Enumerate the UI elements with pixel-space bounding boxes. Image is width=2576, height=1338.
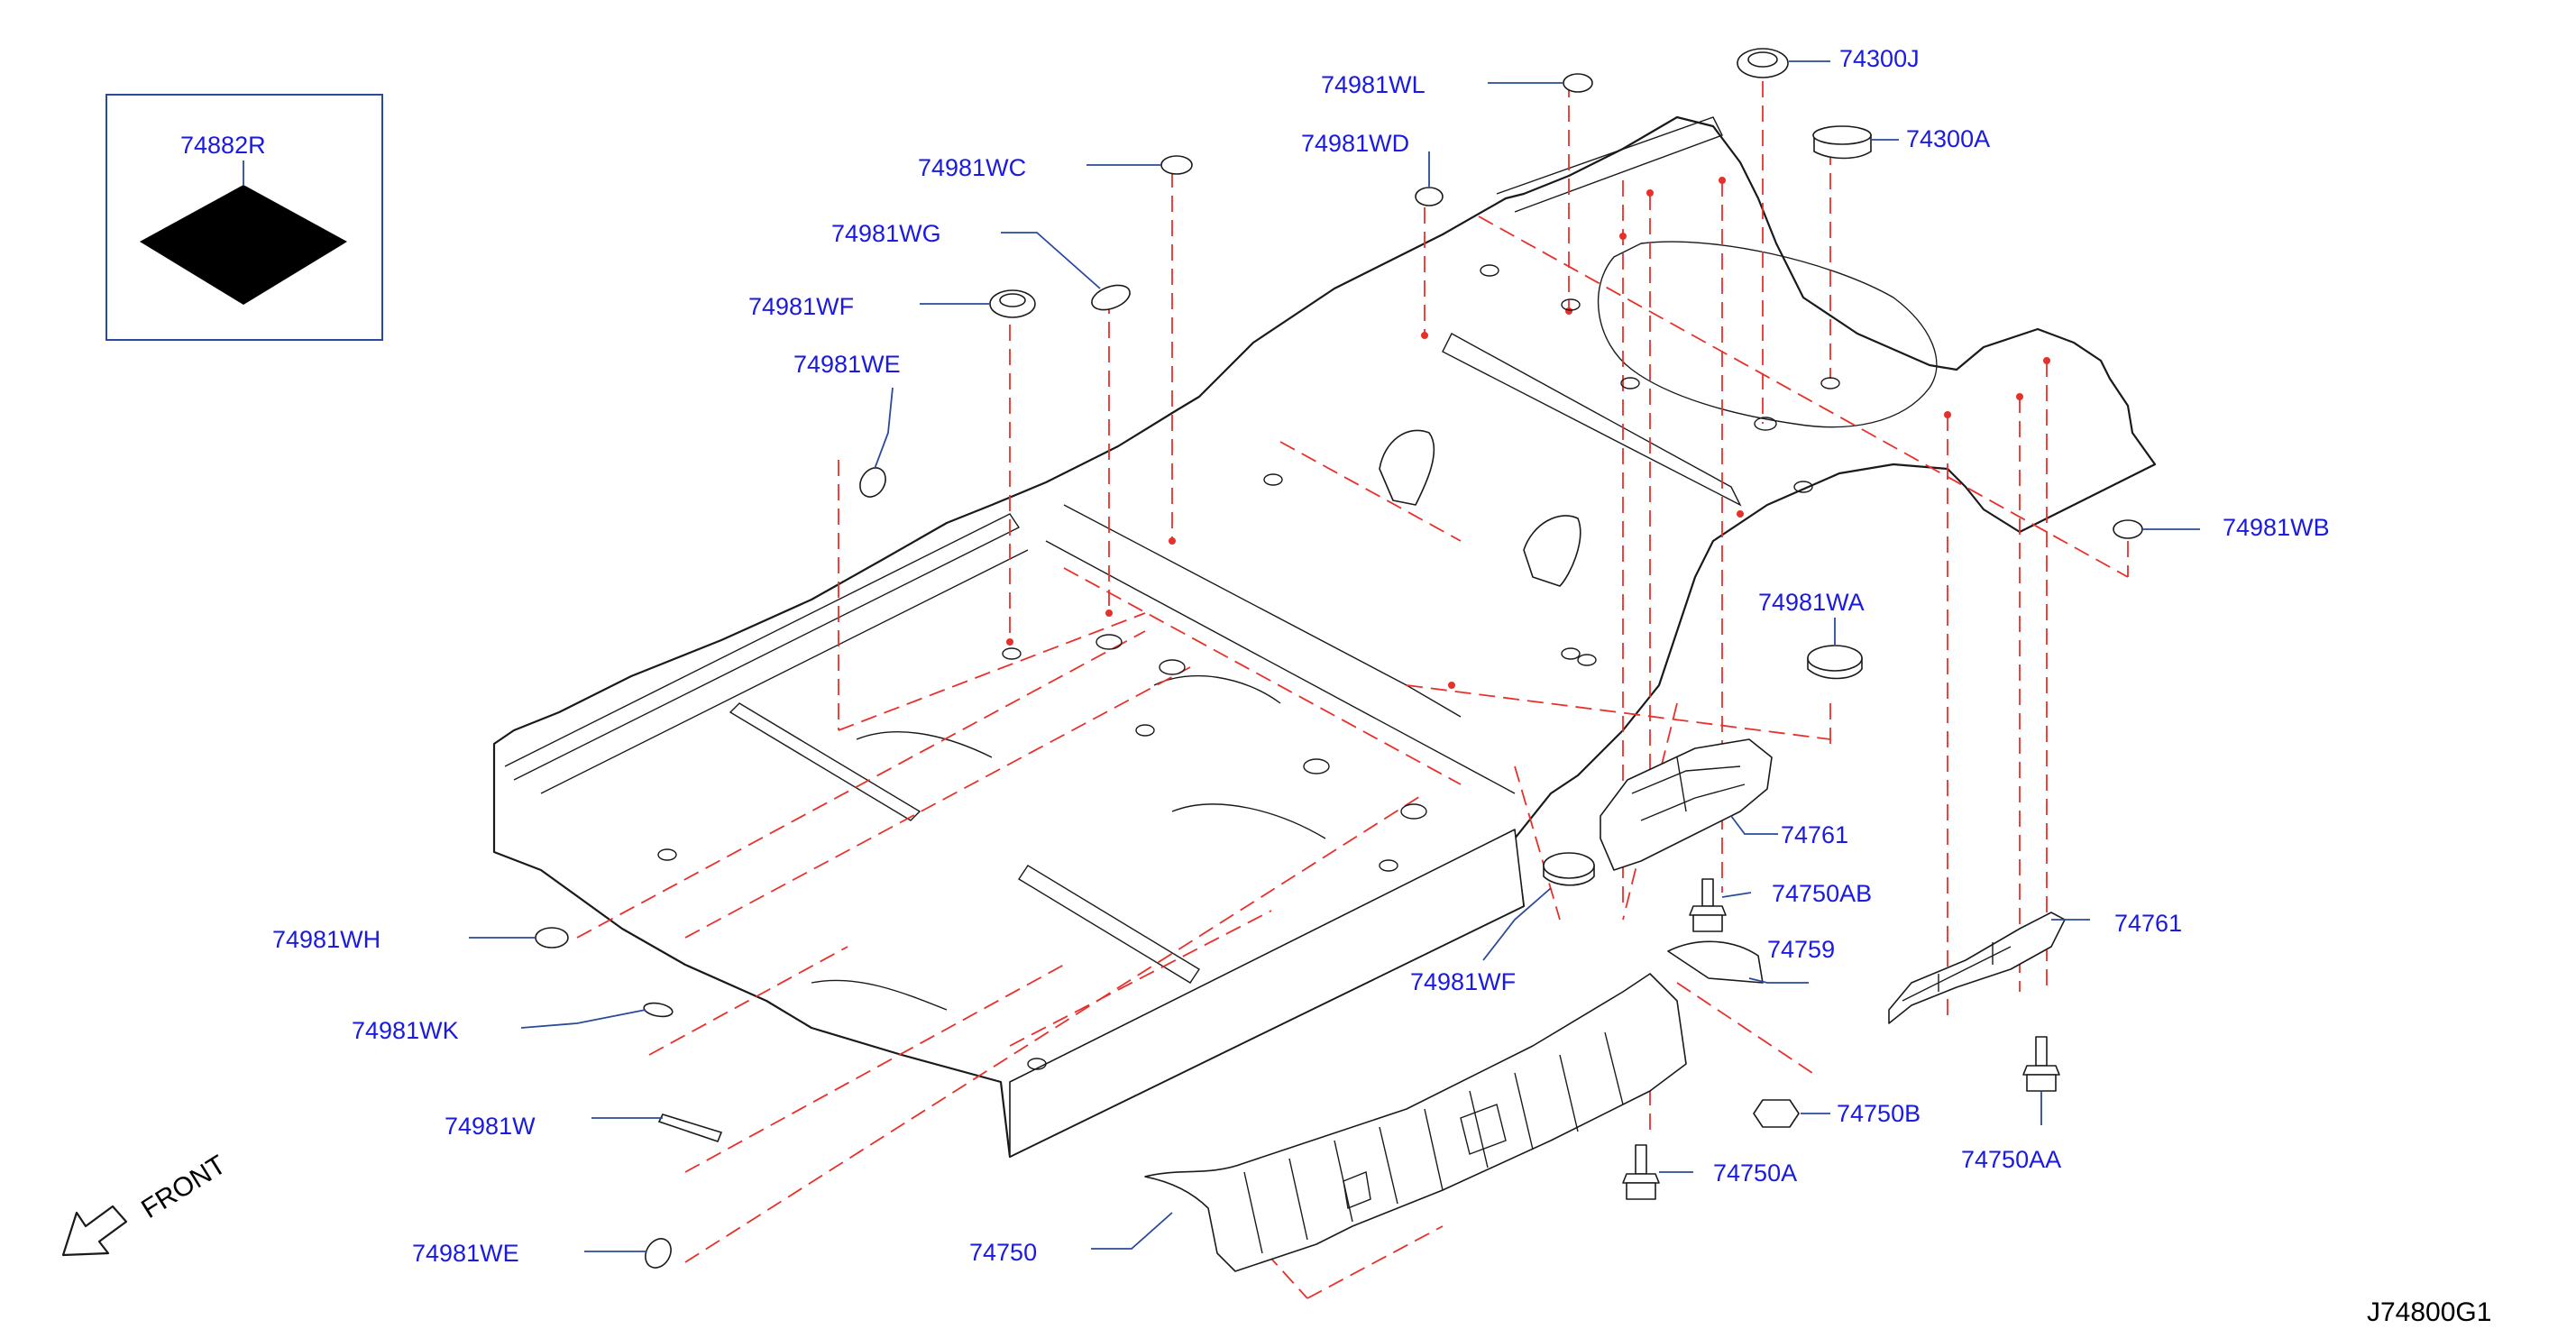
pad-74759 xyxy=(1667,940,1764,984)
grommet-74300J xyxy=(1737,48,1789,78)
label-74981WF-bottom: 74981WF xyxy=(1410,968,1516,995)
label-74750AB: 74750AB xyxy=(1772,880,1872,907)
fasteners xyxy=(1622,878,2060,1200)
front-label: FRONT xyxy=(136,1150,231,1224)
plug-74981WH xyxy=(535,927,569,949)
label-74882R: 74882R xyxy=(180,132,266,159)
label-74981WC: 74981WC xyxy=(918,154,1026,181)
diamond-pad-icon xyxy=(140,185,347,305)
label-74759: 74759 xyxy=(1767,936,1835,963)
heat-shield-74761-right xyxy=(1888,912,2066,1024)
diagram-code: J74800G1 xyxy=(2367,1297,2491,1327)
front-indicator: FRONT xyxy=(61,1150,231,1257)
leader-lines xyxy=(469,60,2200,1252)
label-74750A: 74750A xyxy=(1713,1159,1797,1187)
inset-box: 74882R xyxy=(105,94,383,341)
plug-74981WK xyxy=(643,1002,674,1018)
label-74761-right: 74761 xyxy=(2114,910,2182,937)
label-74981WD: 74981WD xyxy=(1301,130,1409,157)
strip-74981W xyxy=(657,1113,723,1143)
insulator-74750 xyxy=(1144,973,1687,1272)
mounting-holes xyxy=(1006,177,2050,689)
plugs xyxy=(535,48,2143,1269)
bolt-74750AA xyxy=(2022,1036,2060,1092)
clip-74750B xyxy=(1753,1099,1800,1128)
plug-74981WE-bottom xyxy=(645,1238,672,1269)
label-74750AA: 74750AA xyxy=(1961,1146,2061,1173)
label-74981WE-bottom: 74981WE xyxy=(412,1240,519,1267)
label-74981WB: 74981WB xyxy=(2223,514,2330,541)
plug-74981WC xyxy=(1160,155,1193,175)
plug-74981WD xyxy=(1415,187,1444,206)
front-arrow-icon xyxy=(61,1205,128,1257)
label-74981WF-top: 74981WF xyxy=(748,293,854,320)
insulators xyxy=(1144,738,2066,1272)
plug-74981WG xyxy=(1091,284,1131,311)
bolt-74750A xyxy=(1622,1144,1660,1200)
label-74981WA: 74981WA xyxy=(1758,589,1865,616)
heat-shield-74761-left xyxy=(1600,738,1773,871)
plug-74981WB xyxy=(2113,519,2143,539)
label-74300A: 74300A xyxy=(1906,125,1990,152)
label-74300J: 74300J xyxy=(1839,45,1920,72)
part-labels: 74981WL 74300J 74300A 74981WC 74981WD 74… xyxy=(272,45,2330,1267)
label-74981WE-top: 74981WE xyxy=(793,351,901,378)
label-74981WG: 74981WG xyxy=(831,220,941,247)
grommet-74981WF-bottom xyxy=(1543,852,1595,886)
grommet-74981WF-top xyxy=(989,289,1036,318)
floor-holes xyxy=(657,264,1840,1070)
label-74761-left: 74761 xyxy=(1781,821,1848,848)
label-74981W: 74981W xyxy=(445,1113,536,1140)
label-74750: 74750 xyxy=(969,1239,1037,1266)
label-74981WL: 74981WL xyxy=(1321,71,1426,98)
plug-74981WE-top xyxy=(859,467,886,498)
plug-74981WL xyxy=(1563,73,1593,93)
grommet-74981WA xyxy=(1807,645,1863,680)
label-74981WK: 74981WK xyxy=(352,1017,459,1044)
label-74750B: 74750B xyxy=(1837,1100,1921,1127)
label-74981WH: 74981WH xyxy=(272,926,380,953)
bolt-74750AB xyxy=(1689,878,1727,932)
